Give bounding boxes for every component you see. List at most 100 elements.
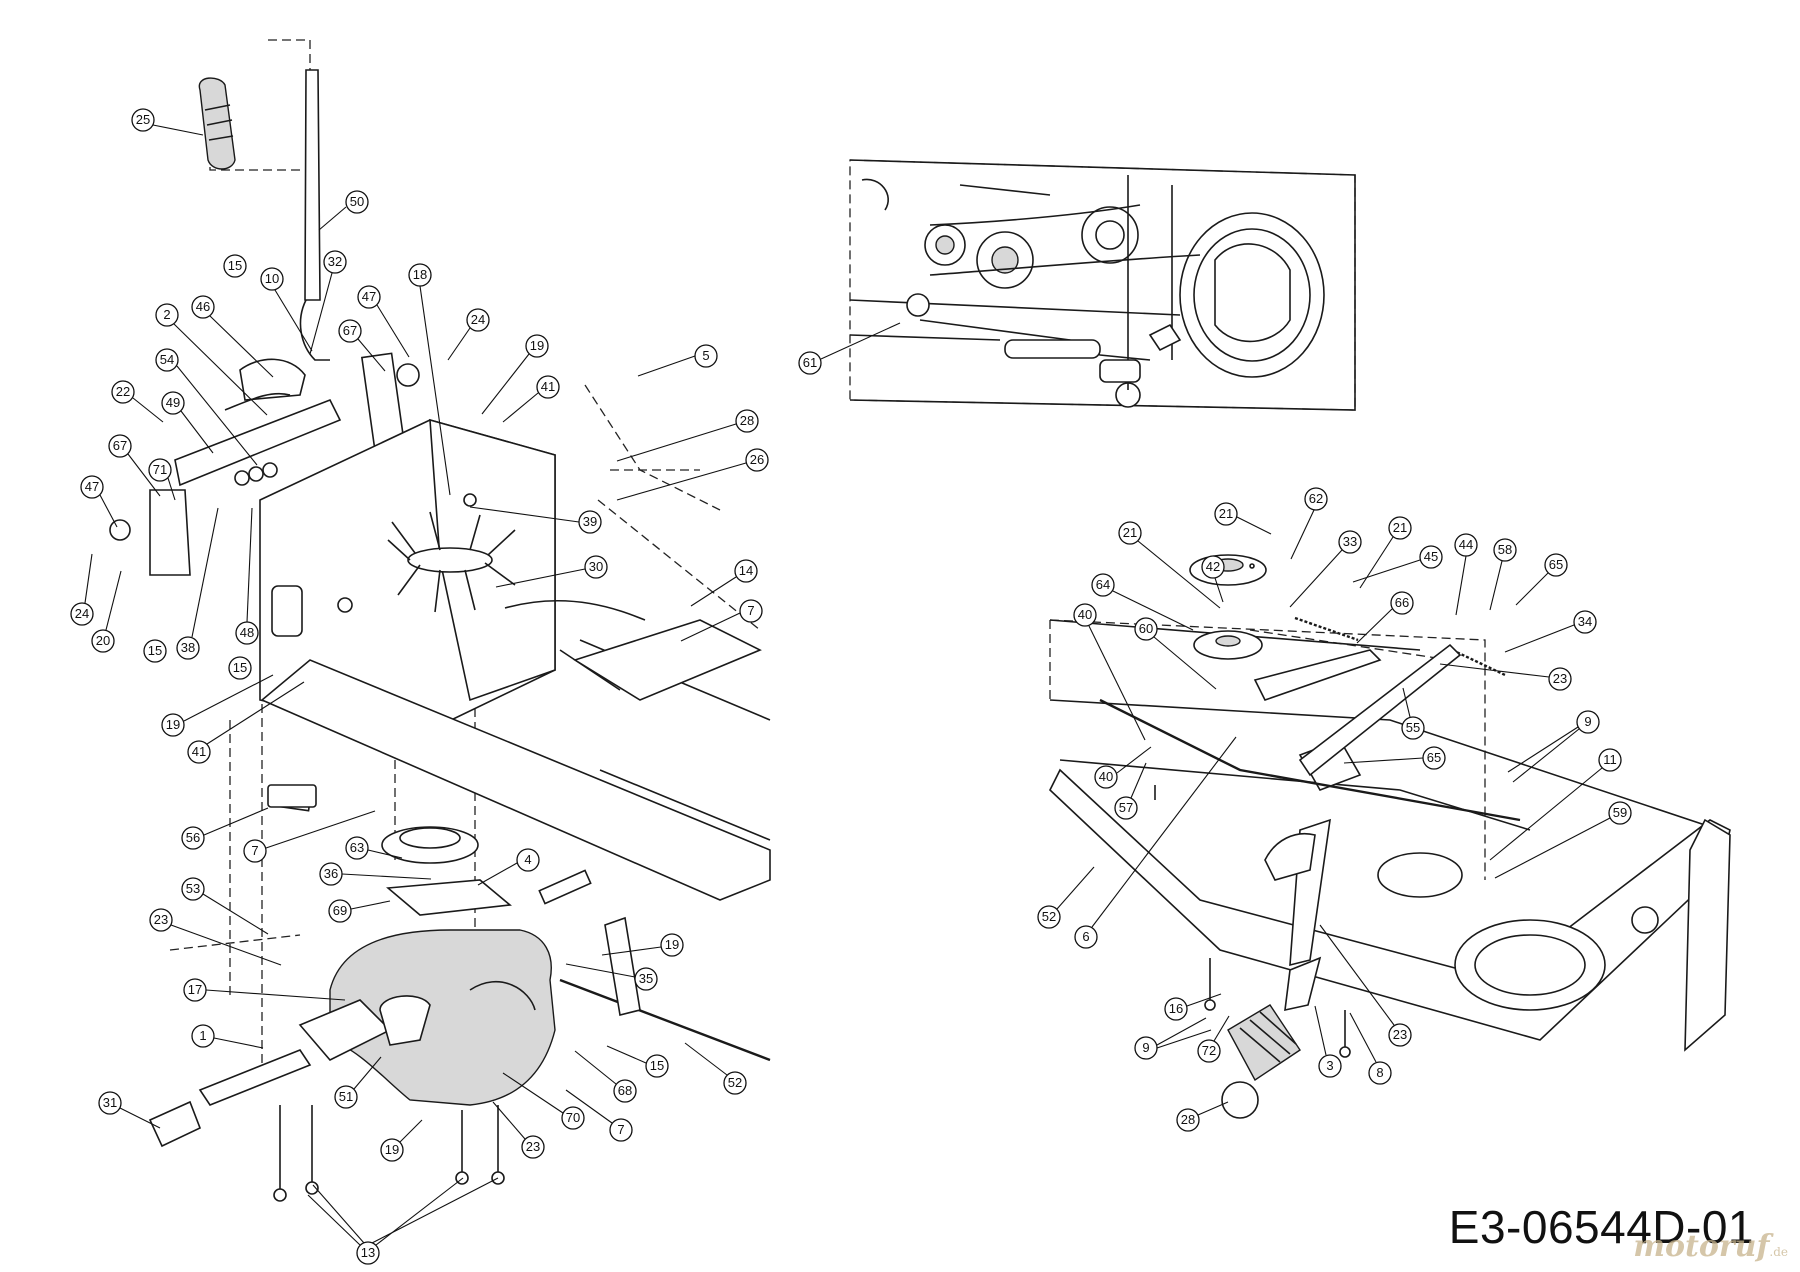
svg-text:5: 5 xyxy=(702,348,709,363)
callout-23c: 23 xyxy=(1439,663,1572,691)
callout-9b: 9 xyxy=(1134,1017,1212,1060)
callout-23b: 23 xyxy=(492,1101,545,1159)
svg-text:9: 9 xyxy=(1142,1040,1149,1055)
svg-text:44: 44 xyxy=(1459,537,1473,552)
callout-21a: 21 xyxy=(1214,502,1272,535)
svg-text:21: 21 xyxy=(1219,506,1233,521)
svg-text:62: 62 xyxy=(1309,491,1323,506)
callout-68: 68 xyxy=(574,1050,637,1103)
svg-text:67: 67 xyxy=(113,438,127,453)
callout-34: 34 xyxy=(1504,610,1597,653)
callout-14: 14 xyxy=(690,559,758,607)
svg-text:65: 65 xyxy=(1427,750,1441,765)
callout-23d: 23 xyxy=(1319,924,1412,1047)
callout-2: 2 xyxy=(155,303,268,416)
cooling-fan xyxy=(387,511,516,613)
callout-71: 71 xyxy=(148,458,176,501)
left-assembly xyxy=(109,39,771,1202)
svg-text:52: 52 xyxy=(728,1075,742,1090)
callout-18: 18 xyxy=(408,263,451,496)
callout-36: 36 xyxy=(319,862,432,886)
svg-text:47: 47 xyxy=(85,479,99,494)
svg-text:41: 41 xyxy=(541,379,555,394)
callout-40a: 40 xyxy=(1073,603,1146,741)
svg-text:6: 6 xyxy=(1082,929,1089,944)
callout-30: 30 xyxy=(495,555,608,588)
svg-text:40: 40 xyxy=(1099,769,1113,784)
svg-text:60: 60 xyxy=(1139,621,1153,636)
svg-text:33: 33 xyxy=(1343,534,1357,549)
callout-10: 10 xyxy=(260,267,313,352)
callout-19c: 19 xyxy=(601,933,684,957)
callout-58: 58 xyxy=(1489,538,1517,611)
svg-text:19: 19 xyxy=(166,717,180,732)
callout-56: 56 xyxy=(181,807,269,850)
callout-19b: 19 xyxy=(481,334,549,415)
svg-text:46: 46 xyxy=(196,299,210,314)
svg-text:7: 7 xyxy=(617,1122,624,1137)
callout-31: 31 xyxy=(98,1091,161,1129)
callout-65b: 65 xyxy=(1343,746,1446,770)
svg-text:2: 2 xyxy=(163,307,170,322)
svg-text:40: 40 xyxy=(1078,607,1092,622)
svg-text:53: 53 xyxy=(186,881,200,896)
frame-rail xyxy=(260,659,771,901)
callout-57: 57 xyxy=(1114,762,1147,820)
svg-text:30: 30 xyxy=(589,559,603,574)
svg-text:72: 72 xyxy=(1202,1043,1216,1058)
callout-24a: 24 xyxy=(70,553,94,626)
callout-28a: 28 xyxy=(616,409,759,462)
callout-11: 11 xyxy=(1489,748,1622,861)
axle-end xyxy=(148,1100,202,1148)
callout-47b: 47 xyxy=(357,285,410,358)
svg-text:15: 15 xyxy=(148,643,162,658)
callout-66: 66 xyxy=(1356,591,1414,644)
callout-45: 45 xyxy=(1352,545,1443,583)
watermark-logo: motoruf.de xyxy=(1633,1229,1788,1264)
callout-6: 6 xyxy=(1074,736,1237,949)
callout-15c: 15 xyxy=(228,656,252,680)
svg-text:15: 15 xyxy=(233,660,247,675)
callout-72: 72 xyxy=(1197,1015,1230,1063)
svg-text:69: 69 xyxy=(333,903,347,918)
callout-49: 49 xyxy=(161,391,214,454)
callout-21b: 21 xyxy=(1118,521,1221,609)
callout-47a: 47 xyxy=(80,475,118,528)
callout-40b: 40 xyxy=(1094,746,1152,789)
callout-7a: 7 xyxy=(680,599,763,642)
svg-text:23: 23 xyxy=(154,912,168,927)
svg-text:67: 67 xyxy=(343,323,357,338)
svg-text:26: 26 xyxy=(750,452,764,467)
svg-text:4: 4 xyxy=(524,852,531,867)
callout-15d: 15 xyxy=(606,1045,669,1078)
svg-text:49: 49 xyxy=(166,395,180,410)
svg-text:10: 10 xyxy=(265,271,279,286)
frame-top-view xyxy=(849,159,1356,411)
callout-7c: 7 xyxy=(565,1089,633,1142)
callout-39: 39 xyxy=(469,506,602,534)
svg-text:3: 3 xyxy=(1326,1058,1333,1073)
callout-4: 4 xyxy=(477,848,540,886)
svg-text:51: 51 xyxy=(339,1089,353,1104)
svg-text:45: 45 xyxy=(1424,549,1438,564)
svg-text:50: 50 xyxy=(350,194,364,209)
callout-33: 33 xyxy=(1289,530,1362,608)
svg-text:70: 70 xyxy=(566,1110,580,1125)
svg-text:68: 68 xyxy=(618,1083,632,1098)
shift-lever xyxy=(304,69,321,301)
callout-38: 38 xyxy=(176,507,219,660)
callout-41a: 41 xyxy=(187,681,305,764)
callout-1: 1 xyxy=(191,1024,264,1049)
svg-text:15: 15 xyxy=(650,1058,664,1073)
transmission xyxy=(329,929,556,1106)
svg-text:17: 17 xyxy=(188,982,202,997)
pedal-pad xyxy=(1227,1004,1301,1082)
svg-text:21: 21 xyxy=(1393,520,1407,535)
svg-text:7: 7 xyxy=(251,843,258,858)
lever-bracket xyxy=(149,489,191,576)
svg-text:1: 1 xyxy=(199,1028,206,1043)
svg-text:38: 38 xyxy=(181,640,195,655)
svg-text:32: 32 xyxy=(328,254,342,269)
callout-46: 46 xyxy=(191,295,274,378)
callout-54: 54 xyxy=(155,348,258,466)
